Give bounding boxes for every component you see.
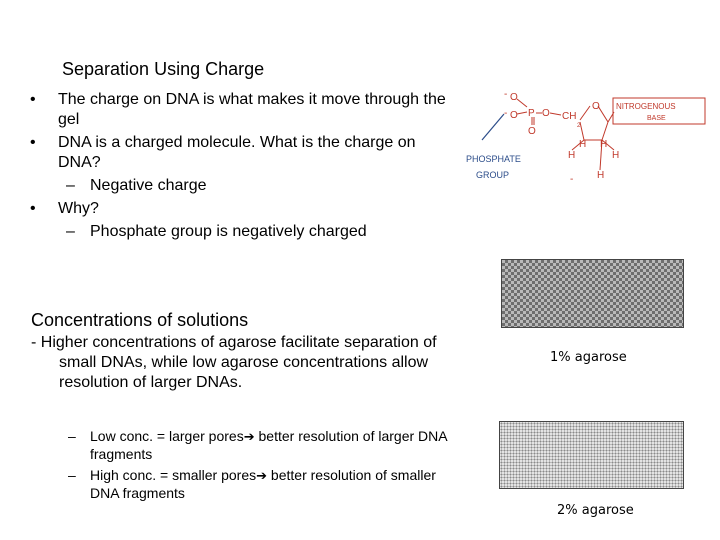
bullet-text: Why? — [58, 200, 99, 217]
concentrations-paragraph: - Higher concentrations of agarose facil… — [31, 333, 446, 393]
phosphate-label-line2: GROUP — [476, 170, 509, 180]
bullet-item: • The charge on DNA is what makes it mov… — [30, 90, 450, 130]
sub-bullet-text: Negative charge — [90, 177, 207, 194]
list-text-after: better resolution of smaller DNA fragmen… — [90, 467, 436, 501]
concentrations-paragraph-line: - Higher concentrations of agarose facil… — [31, 333, 446, 393]
nucleotide-diagram: - O P O - O O CH 2 O H H H H H - PHOSPHA… — [466, 92, 706, 185]
bullet-item: • DNA is a charged molecule. What is the… — [30, 133, 450, 173]
sub-bullet-item: – Negative charge — [30, 176, 450, 196]
sub-bullet-text: Phosphate group is negatively charged — [90, 223, 367, 240]
list-item: – Low conc. = larger pores➔ better resol… — [68, 428, 448, 463]
gel-1-label: 1% agarose — [550, 350, 627, 365]
bullet-item: • Why? — [30, 199, 450, 219]
concentrations-text: Higher concentrations of agarose facilit… — [40, 334, 437, 391]
bullet-list: • The charge on DNA is what makes it mov… — [30, 90, 450, 245]
gel-1-percent-image — [501, 259, 684, 328]
nitrogenous-base-box — [612, 97, 706, 125]
list-marker: – — [68, 428, 76, 444]
list-text-before: High conc. = smaller pores — [90, 467, 257, 483]
bullet-text: The charge on DNA is what makes it move … — [58, 91, 446, 128]
atom-h3: H — [600, 139, 607, 150]
pore-size-list: – Low conc. = larger pores➔ better resol… — [68, 428, 448, 506]
atom-minus-top: - — [504, 92, 507, 100]
atom-o-ring: O — [592, 101, 600, 112]
atom-o-top: O — [510, 92, 518, 103]
atom-h4: H — [612, 150, 619, 161]
sub-bullet-marker: – — [66, 177, 75, 194]
atom-h5: H — [597, 170, 604, 181]
bullet-marker: • — [30, 134, 36, 151]
arrow-icon: ➔ — [256, 469, 268, 484]
phosphate-label-line1: PHOSPHATE — [466, 154, 521, 164]
sub-bullet-marker: – — [66, 223, 75, 240]
sub-bullet-item: – Phosphate group is negatively charged — [30, 222, 450, 242]
list-text-after: better resolution of larger DNA fragment… — [90, 428, 447, 462]
gel-2-percent-image — [499, 421, 684, 489]
slide-title: Separation Using Charge — [62, 59, 265, 79]
atom-h2: H — [579, 139, 586, 150]
list-item: – High conc. = smaller pores➔ better res… — [68, 467, 448, 502]
atom-subscript-2: 2 — [577, 123, 581, 129]
bullet-text: DNA is a charged molecule. What is the c… — [58, 134, 416, 171]
atom-o-left: O — [510, 110, 518, 121]
atom-minus-left: - — [504, 108, 507, 119]
atom-ch2: CH — [562, 111, 576, 122]
phosphate-pointer-line — [481, 113, 505, 141]
atom-o-bottom: O — [528, 126, 536, 137]
arrow-icon: ➔ — [243, 430, 255, 445]
atom-h1: H — [568, 150, 575, 161]
bullet-marker: • — [30, 200, 36, 217]
lead-marker: - — [31, 334, 37, 351]
bullet-marker: • — [30, 91, 36, 108]
concentrations-title: Concentrations of solutions — [31, 310, 249, 330]
base-label-line2: BASE — [647, 115, 666, 122]
atom-minus-bottom: - — [570, 174, 573, 185]
base-label-line1: NITROGENOUS — [616, 102, 676, 111]
atom-p: P — [528, 108, 535, 119]
gel-2-label: 2% agarose — [557, 503, 634, 518]
atom-o-right: O — [542, 108, 550, 119]
list-marker: – — [68, 467, 76, 483]
list-text-before: Low conc. = larger pores — [90, 428, 244, 444]
